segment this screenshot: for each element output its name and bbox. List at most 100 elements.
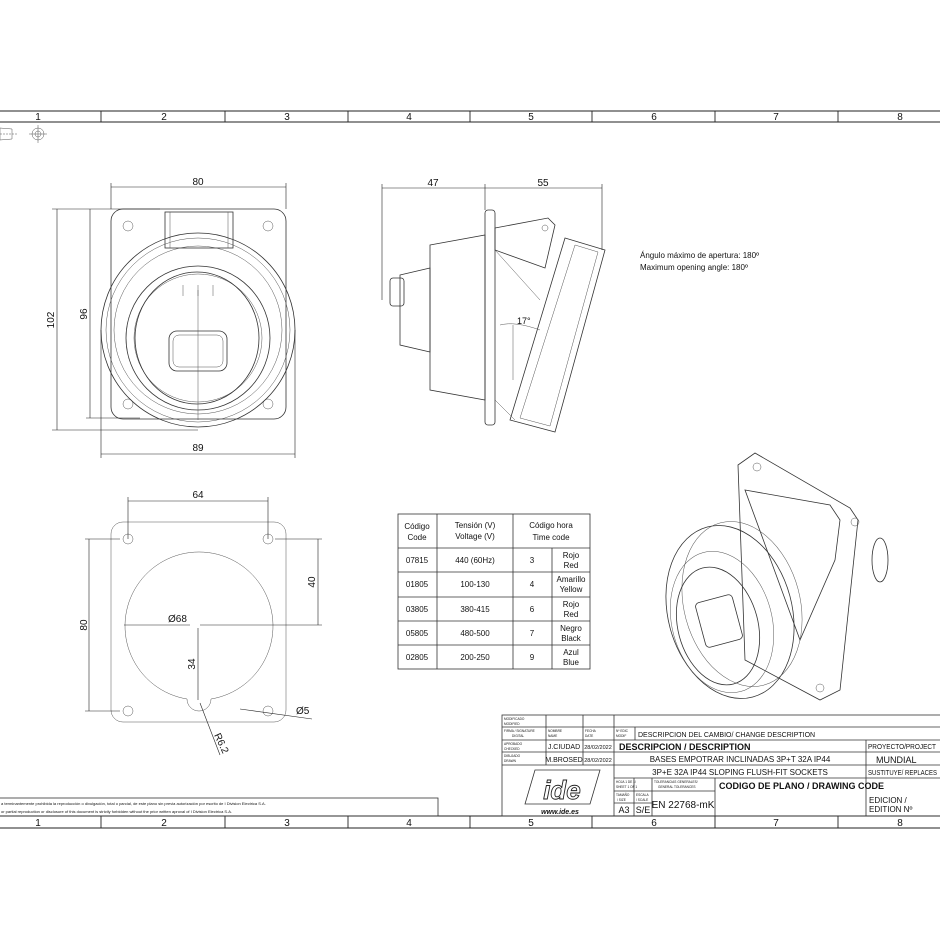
cell-color-es: Rojo	[563, 600, 580, 609]
edition-label: EDICION /	[869, 796, 908, 805]
cell-hour: 9	[530, 653, 535, 662]
dim-height-102: 102	[46, 311, 57, 328]
grid-column-number: 5	[528, 112, 534, 123]
sheet-label-en: SHEET 1 OF 1	[616, 785, 637, 789]
grid-column-number: 8	[897, 818, 903, 829]
cell-color-es: Azul	[563, 648, 579, 657]
description-es: BASES EMPOTRAR INCLINADAS 3P+T 32A IP44	[650, 755, 831, 764]
ide-logo: ide www.ide.es	[524, 769, 601, 816]
size-label-en: / SIZE	[617, 798, 626, 802]
side-view: 17° 47 55	[381, 178, 606, 433]
edition-mod-label-en: MODIF	[616, 734, 626, 738]
cell-code: 02805	[406, 653, 429, 662]
dim-depth-55: 55	[537, 178, 549, 189]
header-timecode-es: Código hora	[529, 521, 573, 530]
scale-value: S/E	[636, 805, 651, 815]
front-view: 80 102 96 89	[46, 177, 296, 458]
grid-column-number: 3	[284, 112, 290, 123]
header-timecode-en: Time code	[532, 533, 570, 542]
checked-label-en: CHECKED	[504, 747, 520, 751]
dim-offset-34: 34	[187, 658, 198, 670]
grid-column-number: 4	[406, 112, 412, 123]
name-label-en: NAME	[548, 734, 557, 738]
cell-voltage: 440 (60Hz)	[455, 556, 495, 565]
cell-voltage: 480-500	[460, 629, 490, 638]
edition-mod-label: Nº EDIC	[616, 729, 629, 733]
svg-text:ide: ide	[543, 775, 581, 805]
dim-width-80: 80	[192, 177, 204, 188]
cell-color-en: Black	[561, 634, 582, 643]
grid-column-number: 3	[284, 818, 290, 829]
name-label: NOMBRE	[548, 729, 562, 733]
website-text: www.ide.es	[541, 809, 579, 816]
grid-column-number: 1	[35, 818, 41, 829]
voltage-code-table: Código Code Tensión (V) Voltage (V) Códi…	[397, 513, 591, 670]
grid-column-number: 7	[773, 112, 779, 123]
cell-hour: 3	[530, 556, 535, 565]
cell-voltage: 380-415	[460, 605, 490, 614]
dim-notch-r6-2: R6.2	[211, 732, 230, 756]
header-code-es: Código	[404, 522, 430, 531]
signature-label-en: DIGITAL	[512, 734, 524, 738]
edition-label-en: EDITION Nº	[869, 805, 912, 814]
cell-color-en: Blue	[563, 658, 580, 667]
disclaimer-en: or partial reproduction or disclosure of…	[1, 809, 232, 814]
change-description-label: DESCRIPCION DEL CAMBIO/ CHANGE DESCRIPTI…	[638, 732, 815, 739]
cell-color-es: Rojo	[563, 551, 580, 560]
opening-angle-note-en: Maximum opening angle: 180º	[640, 263, 748, 272]
signature-label: FIRMA / SIGNATURE	[504, 729, 535, 733]
drawn-name: M.BROSED	[545, 757, 582, 764]
drawn-label-en: DRAWN	[504, 759, 517, 763]
drawing-code-label: CODIGO DE PLANO / DRAWING CODE	[719, 781, 884, 791]
dim-hole-spacing-64: 64	[192, 490, 204, 501]
dim-height-96: 96	[79, 308, 90, 320]
disclaimer-es: a terminantemente prohibida la reproducc…	[1, 801, 266, 806]
cell-color-es: Amarillo	[557, 575, 586, 584]
drawn-label: DIBUJADO	[504, 754, 521, 758]
cell-hour: 7	[530, 629, 535, 638]
scale-label: ESCALA	[636, 793, 649, 797]
cell-hour: 6	[530, 605, 535, 614]
cell-color-es: Negro	[560, 624, 582, 633]
cell-code: 01805	[406, 580, 429, 589]
grid-column-number: 1	[35, 112, 41, 123]
cell-color-en: Red	[564, 561, 579, 570]
tolerances-label-en: GENERAL TOLERANCES	[658, 785, 696, 789]
sheet-label: HOJA 1 DE 1/	[616, 780, 636, 784]
dim-hole-5: Ø5	[296, 706, 310, 717]
size-label: TAMAÑO	[616, 792, 630, 797]
modified-label-en: MODIFIED	[504, 722, 520, 726]
checked-date: 28/02/2022	[584, 745, 612, 751]
grid-column-number: 4	[406, 818, 412, 829]
date-label: FECHA	[585, 729, 597, 733]
header-voltage-es: Tensión (V)	[455, 521, 496, 530]
grid-column-number: 8	[897, 112, 903, 123]
checked-name: J.CIUDAD	[548, 744, 580, 751]
scale-label-en: / SCALE	[636, 798, 648, 802]
cell-code: 07815	[406, 556, 429, 565]
dim-angle-17: 17°	[517, 316, 531, 326]
dim-diameter-68: Ø68	[168, 614, 187, 625]
grid-column-number: 2	[161, 818, 167, 829]
description-label: DESCRIPCION / DESCRIPTION	[619, 742, 751, 752]
cell-voltage: 100-130	[460, 580, 490, 589]
dim-depth-47: 47	[427, 178, 439, 189]
replaces-label: SUSTITUYE/ REPLACES	[868, 770, 937, 777]
header-voltage-en: Voltage (V)	[455, 532, 495, 541]
cell-color-en: Yellow	[560, 585, 583, 594]
cell-voltage: 200-250	[460, 653, 490, 662]
dim-width-89: 89	[192, 443, 204, 454]
isometric-view	[665, 452, 889, 701]
disclaimer-box: a terminantemente prohibida la reproducc…	[0, 797, 439, 817]
panel-cutout-view: 64 80 40 Ø68 34 Ø5 R6.2	[79, 490, 322, 756]
sheet-size: A3	[618, 805, 629, 815]
tolerances-label: TOLERANCIAS GENERALES/	[654, 780, 698, 784]
dim-vertical-80: 80	[79, 619, 90, 631]
title-block: MODIFICADO MODIFIED FIRMA / SIGNATURE DI…	[501, 714, 940, 817]
